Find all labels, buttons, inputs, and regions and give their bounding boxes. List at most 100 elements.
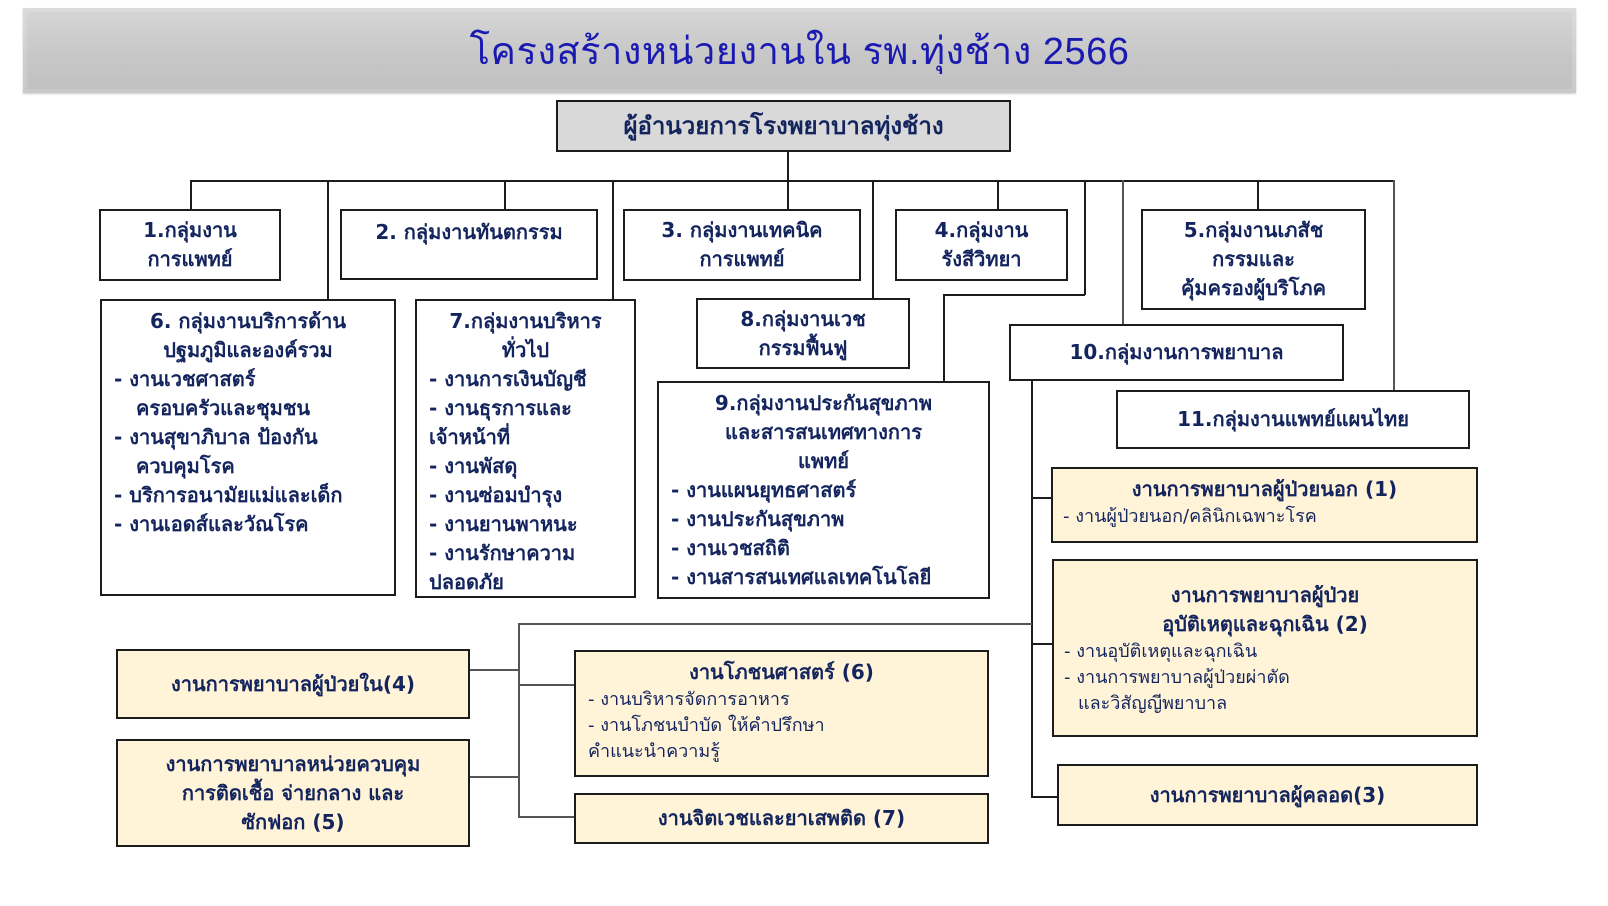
list-item: - งานยานพาหนะ <box>429 512 578 536</box>
list-item: - งานโภชนบำบัด ให้คำปรึกษา <box>588 715 825 736</box>
group-5-line-1: 5.กลุ่มงานเภสัช <box>1183 218 1324 242</box>
list-item: - งานเวชศาสตร์ <box>114 367 256 391</box>
list-item: - งานธุรการและ <box>429 396 572 420</box>
list-item: - งานผู้ป่วยนอก/คลินิกเฉพาะโรค <box>1063 506 1317 527</box>
group-6-box: 6. กลุ่มงานบริการด้าน ปฐมภูมิและองค์รวม … <box>100 299 396 596</box>
group-9-box: 9.กลุ่มงานประกันสุขภาพ และสารสนเทศทางการ… <box>657 381 990 599</box>
page-title: โครงสร้างหน่วยงานใน รพ.ทุ่งช้าง 2566 <box>469 31 1130 73</box>
list-item: - งานพัสดุ <box>429 454 518 478</box>
list-item: - งานเวชสถิติ <box>671 536 790 560</box>
group-3-line-2: การแพทย์ <box>699 247 785 271</box>
group-6-items: - งานเวชศาสตร์ ครอบครัวและชุมชน - งานสุข… <box>114 365 382 539</box>
group-1-box: 1.กลุ่มงาน การแพทย์ <box>99 209 281 281</box>
connector-line <box>1122 180 1124 325</box>
connector-line <box>943 294 1085 296</box>
group-3-box: 3. กลุ่มงานเทคนิค การแพทย์ <box>623 209 861 281</box>
connector-line <box>1031 381 1033 797</box>
nursing-unit-6-title: งานโภชนศาสตร์ (6) <box>689 660 874 684</box>
group-7-line-2: ทั่วไป <box>501 338 550 362</box>
list-item: - งานซ่อมบำรุง <box>429 483 563 507</box>
group-7-line-1: 7.กลุ่มงานบริหาร <box>449 309 602 333</box>
nursing-unit-7-title: งานจิตเวชและยาเสพติด (7) <box>657 806 906 830</box>
nursing-unit-2-title-1: งานการพยาบาลผู้ป่วย <box>1170 583 1360 607</box>
list-item: - งานสุขาภิบาล ป้องกัน <box>114 425 318 449</box>
nursing-unit-6-box: งานโภชนศาสตร์ (6) - งานบริหารจัดการอาหาร… <box>574 650 989 777</box>
list-item: - งานรักษาความ <box>429 541 576 565</box>
title-bar: โครงสร้างหน่วยงานใน รพ.ทุ่งช้าง 2566 <box>23 8 1576 93</box>
director-label: ผู้อำนวยการโรงพยาบาลทุ่งช้าง <box>623 111 944 140</box>
connector-line <box>190 180 1395 182</box>
list-item: ปลอดภัย <box>429 570 504 594</box>
group-2-line-1: 2. กลุ่มงานทันตกรรม <box>375 220 563 244</box>
connector-line <box>190 180 192 210</box>
group-11-line-1: 11.กลุ่มงานแพทย์แผนไทย <box>1177 407 1409 431</box>
list-item: ครอบครัวและชุมชน <box>136 396 311 420</box>
nursing-unit-4-title: งานการพยาบาลผู้ป่วยใน(4) <box>170 671 416 696</box>
nursing-unit-6-items: - งานบริหารจัดการอาหาร - งานโภชนบำบัด ให… <box>588 687 975 765</box>
connector-line <box>1031 643 1053 645</box>
group-6-line-2: ปฐมภูมิและองค์รวม <box>163 338 333 362</box>
group-7-items: - งานการเงินบัญชี - งานธุรการและ เจ้าหน้… <box>429 365 622 597</box>
group-4-box: 4.กลุ่มงาน รังสีวิทยา <box>895 209 1068 281</box>
connector-line <box>1393 180 1395 391</box>
list-item: - งานประกันสุขภาพ <box>671 507 845 531</box>
nursing-unit-3-box: งานการพยาบาลผู้คลอด(3) <box>1057 764 1478 826</box>
connector-line <box>612 180 614 300</box>
group-11-box: 11.กลุ่มงานแพทย์แผนไทย <box>1116 390 1470 449</box>
group-4-line-2: รังสีวิทยา <box>941 247 1022 271</box>
connector-line <box>470 776 519 778</box>
list-item: - งานการเงินบัญชี <box>429 367 587 391</box>
connector-line <box>518 816 575 818</box>
list-item: คำแนะนำความรู้ <box>588 741 720 762</box>
list-item: - งานการพยาบาลผู้ป่วยผ่าตัด <box>1064 667 1290 688</box>
list-item: - งานสารสนเทศแลเทคโนโลยี <box>671 565 932 589</box>
nursing-unit-1-box: งานการพยาบาลผู้ป่วยนอก (1) - งานผู้ป่วยน… <box>1051 467 1478 543</box>
list-item: - งานบริหารจัดการอาหาร <box>588 689 790 710</box>
group-1-line-1: 1.กลุ่มงาน <box>143 218 237 242</box>
connector-line <box>1257 180 1259 210</box>
nursing-unit-5-title-2: การติดเชื้อ จ่ายกลาง และ <box>181 780 405 805</box>
list-item: และวิสัญญีพยาบาล <box>1078 693 1228 714</box>
group-7-box: 7.กลุ่มงานบริหาร ทั่วไป - งานการเงินบัญช… <box>415 299 636 598</box>
group-5-line-3: คุ้มครองผู้บริโภค <box>1181 276 1326 300</box>
group-4-line-1: 4.กลุ่มงาน <box>934 218 1029 242</box>
group-10-box: 10.กลุ่มงานการพยาบาล <box>1009 324 1344 381</box>
connector-line <box>518 623 520 817</box>
nursing-unit-1-title: งานการพยาบาลผู้ป่วยนอก (1) <box>1131 477 1398 501</box>
connector-line <box>1031 796 1058 798</box>
list-item: - งานแผนยุทธศาสตร์ <box>671 478 857 502</box>
list-item: - งานอุบัติเหตุและฉุกเฉิน <box>1064 641 1258 662</box>
connector-line <box>997 180 999 210</box>
nursing-unit-4-box: งานการพยาบาลผู้ป่วยใน(4) <box>116 649 470 719</box>
nursing-unit-2-items: - งานอุบัติเหตุและฉุกเฉิน - งานการพยาบาล… <box>1064 639 1466 717</box>
group-9-line-2: และสารสนเทศทางการ <box>725 420 922 444</box>
connector-line <box>1031 497 1052 499</box>
connector-line <box>1084 180 1086 295</box>
group-9-line-3: แพทย์ <box>798 449 849 473</box>
connector-line <box>327 180 329 300</box>
connector-line <box>787 180 789 210</box>
director-box: ผู้อำนวยการโรงพยาบาลทุ่งช้าง <box>556 100 1011 152</box>
nursing-unit-3-title: งานการพยาบาลผู้คลอด(3) <box>1149 782 1386 807</box>
nursing-unit-2-title-2: อุบัติเหตุและฉุกเฉิน (2) <box>1162 612 1368 636</box>
connector-line <box>787 152 789 181</box>
group-3-line-1: 3. กลุ่มงานเทคนิค <box>661 218 823 242</box>
nursing-unit-5-box: งานการพยาบาลหน่วยควบคุม การติดเชื้อ จ่าย… <box>116 739 470 847</box>
group-5-box: 5.กลุ่มงานเภสัช กรรมและ คุ้มครองผู้บริโภ… <box>1141 209 1366 310</box>
nursing-unit-5-title-3: ซักฟอก (5) <box>241 809 345 834</box>
nursing-unit-7-box: งานจิตเวชและยาเสพติด (7) <box>574 793 989 844</box>
group-9-line-1: 9.กลุ่มงานประกันสุขภาพ <box>714 391 933 415</box>
list-item: เจ้าหน้าที่ <box>429 425 511 449</box>
group-1-line-2: การแพทย์ <box>147 247 233 271</box>
connector-line <box>943 294 945 382</box>
group-8-line-1: 8.กลุ่มงานเวช <box>740 306 866 331</box>
nursing-unit-5-title-1: งานการพยาบาลหน่วยควบคุม <box>165 751 421 776</box>
connector-line <box>504 180 506 210</box>
list-item: ควบคุมโรค <box>136 454 235 478</box>
connector-line <box>518 684 575 686</box>
nursing-unit-1-items: - งานผู้ป่วยนอก/คลินิกเฉพาะโรค <box>1063 504 1466 530</box>
list-item: - บริการอนามัยแม่และเด็ก <box>114 483 343 507</box>
group-10-line-1: 10.กลุ่มงานการพยาบาล <box>1069 340 1284 364</box>
group-8-box: 8.กลุ่มงานเวช กรรมฟื้นฟู <box>696 298 910 369</box>
group-6-line-1: 6. กลุ่มงานบริการด้าน <box>149 309 347 333</box>
